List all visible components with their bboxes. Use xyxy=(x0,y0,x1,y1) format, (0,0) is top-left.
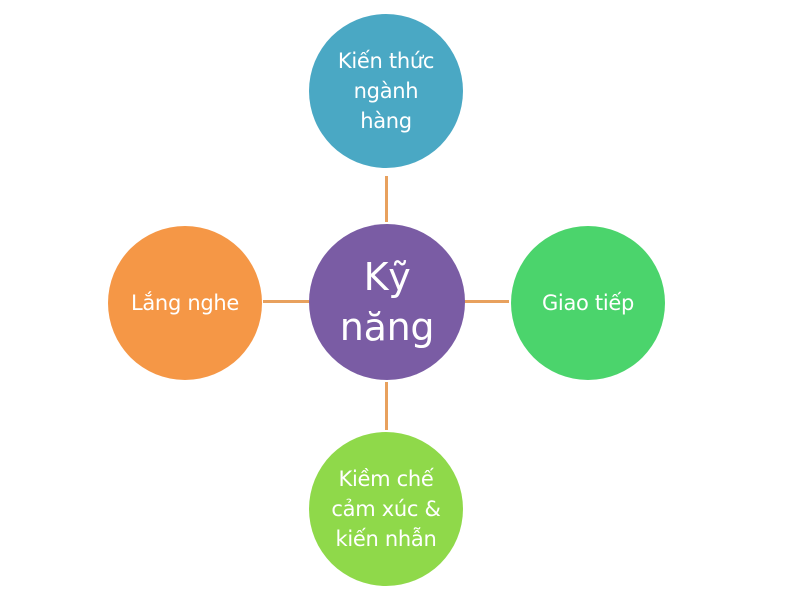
node-label-line: kiến nhẫn xyxy=(335,527,437,551)
node-giao-tiep: Giao tiếp xyxy=(511,226,665,380)
node-label-line: ngành xyxy=(353,79,419,103)
connector-right xyxy=(463,300,509,303)
node-ky-nang-center: Kỹ năng xyxy=(309,224,465,380)
node-label-line: cảm xúc & xyxy=(331,497,441,521)
node-kien-thuc-nganh-hang: Kiến thức ngành hàng xyxy=(309,14,463,168)
node-label-line: Kiềm chế xyxy=(338,467,434,491)
connector-left xyxy=(263,300,309,303)
connector-bottom xyxy=(385,382,388,430)
node-kiem-che-cam-xuc: Kiềm chế cảm xúc & kiến nhẫn xyxy=(309,432,463,586)
node-label: Giao tiếp xyxy=(541,291,635,315)
node-label-line: hàng xyxy=(360,109,412,133)
node-lang-nghe: Lắng nghe xyxy=(108,226,262,380)
node-label-line: Kiến thức xyxy=(337,49,435,73)
center-label-line: Kỹ xyxy=(363,255,411,299)
connector-top xyxy=(385,176,388,222)
center-label-line: năng xyxy=(339,305,435,349)
node-label: Lắng nghe xyxy=(130,291,240,315)
